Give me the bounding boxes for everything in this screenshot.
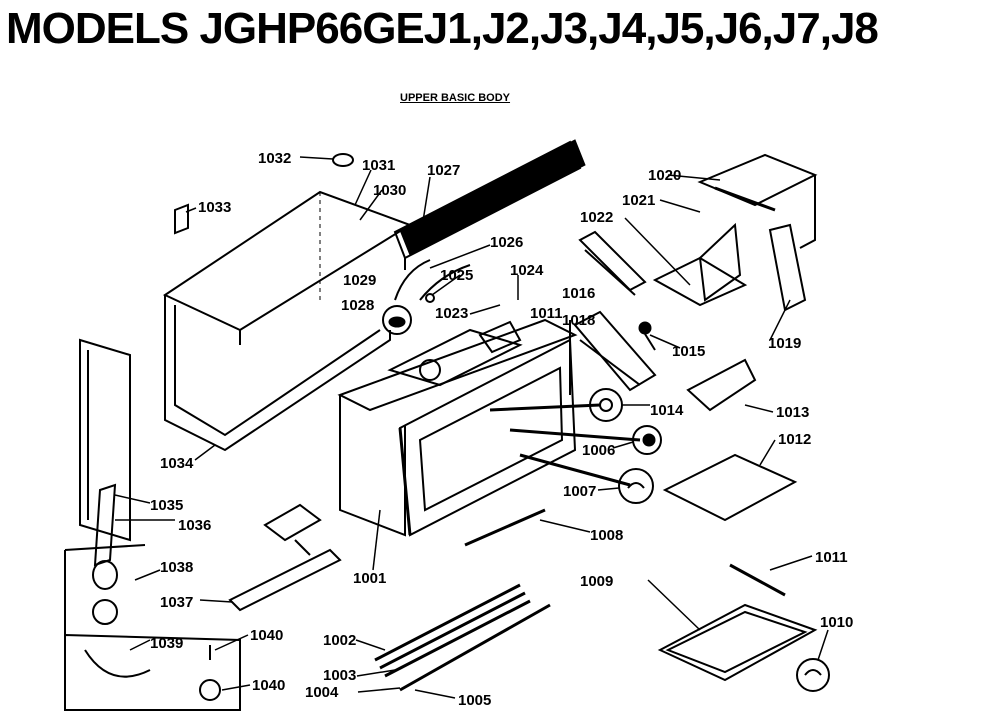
fastener-1010-part bbox=[796, 658, 830, 692]
label-1010: 1010 bbox=[820, 614, 853, 631]
label-1023: 1023 bbox=[435, 305, 468, 322]
label-1014: 1014 bbox=[650, 402, 684, 419]
label-1003: 1003 bbox=[323, 667, 356, 684]
label-1009: 1009 bbox=[580, 573, 613, 590]
label-1004: 1004 bbox=[305, 684, 339, 701]
diagram-title: MODELS JGHP66GEJ1,J2,J3,J4,J5,J6,J7,J8 bbox=[6, 4, 879, 53]
label-1012: 1012 bbox=[778, 431, 811, 448]
label-1033: 1033 bbox=[198, 199, 231, 216]
control-box-part bbox=[652, 153, 818, 307]
vent-grille-part bbox=[393, 139, 586, 270]
label-1036: 1036 bbox=[178, 517, 211, 534]
label-1001: 1001 bbox=[353, 570, 386, 587]
label-1020: 1020 bbox=[648, 167, 681, 184]
side-panel-part bbox=[79, 338, 131, 542]
fan-assembly-part bbox=[382, 259, 471, 335]
knob-1032-part bbox=[332, 153, 354, 167]
label-1011-upper: 1011 bbox=[530, 305, 563, 322]
tray-1009-part bbox=[657, 603, 818, 682]
strip-1011-part bbox=[729, 563, 786, 597]
label-1013: 1013 bbox=[776, 404, 809, 421]
label-1026: 1026 bbox=[490, 234, 523, 251]
leader-lines bbox=[114, 156, 829, 699]
rail-1008-part bbox=[464, 508, 546, 547]
bracket-1037-part bbox=[228, 503, 342, 612]
label-1021: 1021 bbox=[622, 192, 655, 209]
label-1006: 1006 bbox=[582, 442, 615, 459]
wave-guide-part bbox=[569, 310, 657, 395]
label-1034: 1034 bbox=[160, 455, 194, 472]
wire-leads bbox=[489, 403, 641, 487]
bracket-1022-part bbox=[578, 230, 647, 296]
switch-part bbox=[632, 425, 662, 455]
thermostat-part bbox=[618, 468, 654, 504]
label-1027: 1027 bbox=[427, 162, 460, 179]
label-1019: 1019 bbox=[768, 335, 801, 352]
lower-left-assembly-part bbox=[64, 483, 241, 711]
label-1031: 1031 bbox=[362, 157, 395, 174]
label-1024: 1024 bbox=[510, 262, 544, 279]
top-cover-part bbox=[162, 190, 413, 452]
part-labels: 1032 1031 1030 1027 1033 1020 1021 1022 … bbox=[150, 150, 853, 709]
label-1015: 1015 bbox=[672, 343, 705, 360]
label-1002: 1002 bbox=[323, 632, 356, 649]
screw-1015-part bbox=[638, 321, 656, 351]
label-1029: 1029 bbox=[343, 272, 376, 289]
bottom-rails-part bbox=[374, 583, 551, 692]
label-1030: 1030 bbox=[373, 182, 406, 199]
label-1007: 1007 bbox=[563, 483, 596, 500]
oven-cavity-part bbox=[337, 318, 578, 537]
label-1038: 1038 bbox=[160, 559, 193, 576]
label-1016: 1016 bbox=[562, 285, 595, 302]
label-1040-upper: 1040 bbox=[250, 627, 283, 644]
label-1039: 1039 bbox=[150, 635, 183, 652]
side-bracket-part bbox=[768, 223, 807, 312]
plate-1012-part bbox=[662, 453, 798, 522]
label-1032: 1032 bbox=[258, 150, 291, 167]
label-1040-lower: 1040 bbox=[252, 677, 285, 694]
label-1008: 1008 bbox=[590, 527, 623, 544]
diagram-subtitle: UPPER BASIC BODY bbox=[400, 92, 511, 104]
label-1018: 1018 bbox=[562, 312, 595, 329]
label-1037: 1037 bbox=[160, 594, 193, 611]
clip-1033-part bbox=[174, 203, 189, 235]
label-1035: 1035 bbox=[150, 497, 183, 514]
label-1028: 1028 bbox=[341, 297, 374, 314]
bracket-1013-part bbox=[686, 358, 757, 412]
label-1011: 1011 bbox=[815, 549, 848, 566]
label-1025: 1025 bbox=[440, 267, 473, 284]
label-1022: 1022 bbox=[580, 209, 613, 226]
label-1005: 1005 bbox=[458, 692, 491, 709]
